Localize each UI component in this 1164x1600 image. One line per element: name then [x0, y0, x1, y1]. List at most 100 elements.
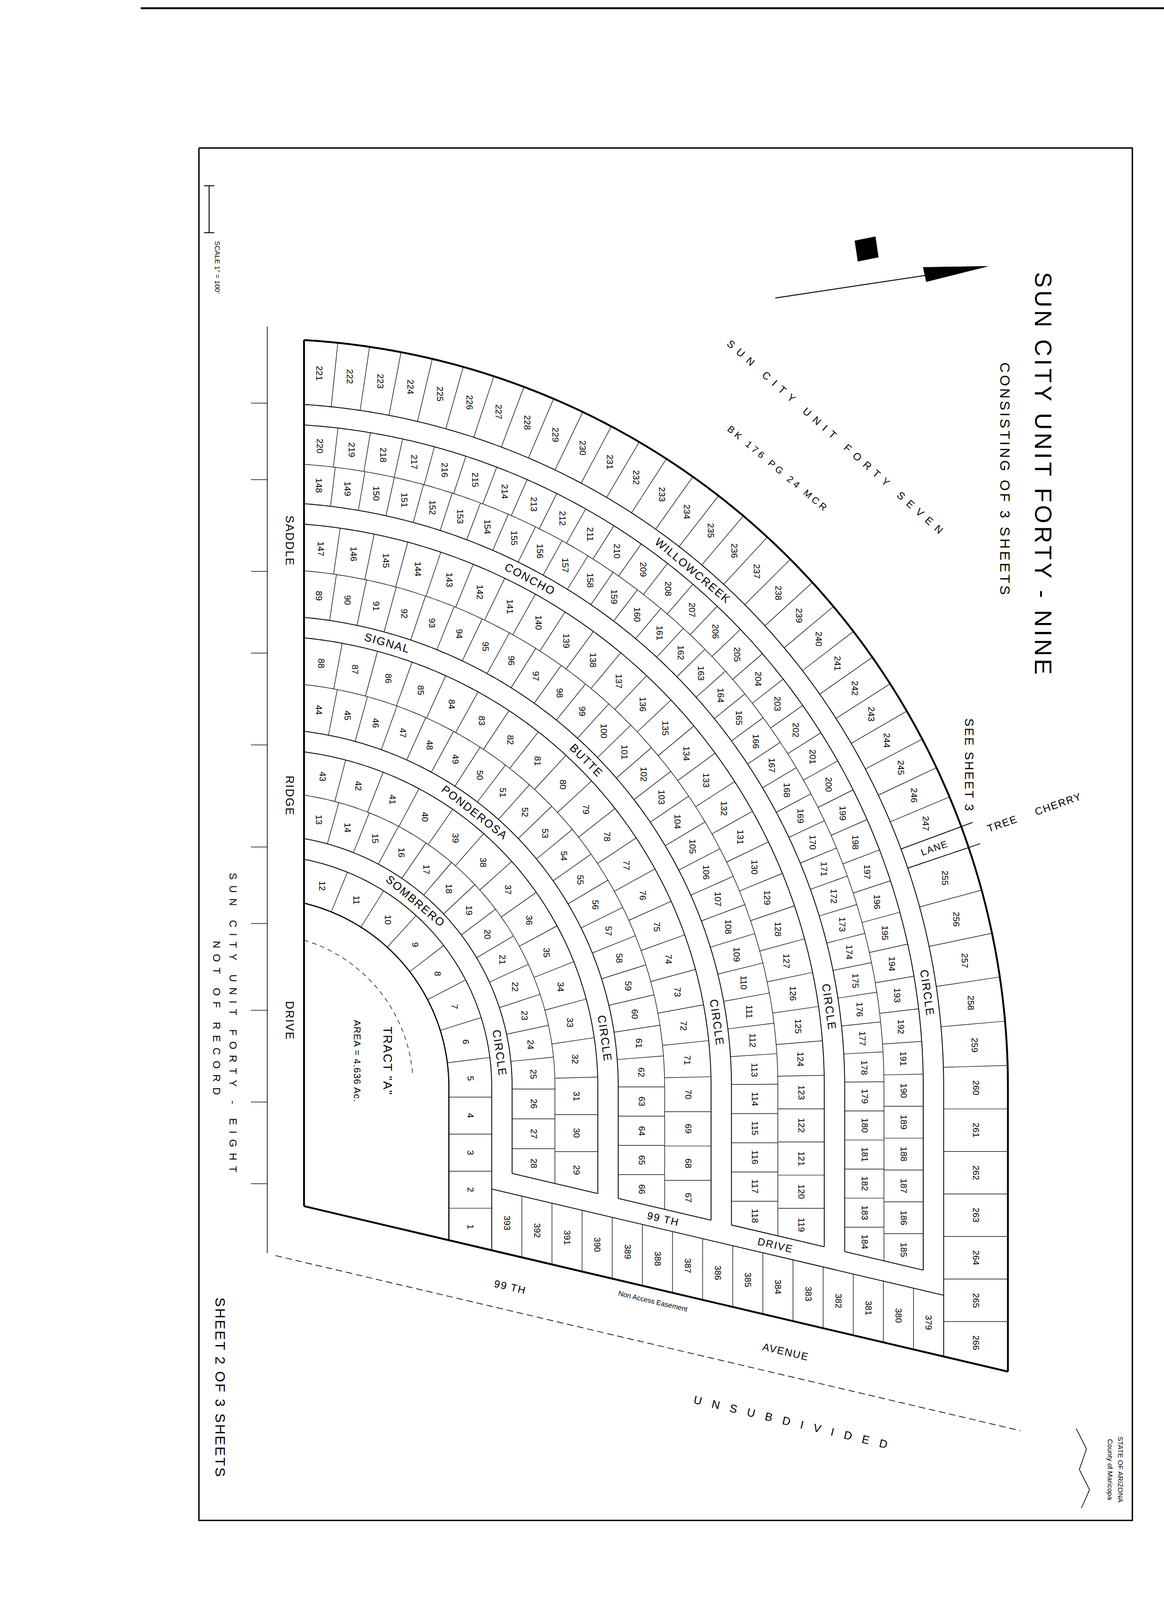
lot-number: 247 — [920, 814, 931, 832]
lot-line — [628, 901, 672, 921]
lot-line — [365, 650, 378, 696]
lot-number: 213 — [528, 495, 539, 513]
lot-number: 56 — [590, 898, 601, 911]
lot-line — [543, 540, 563, 575]
lot-number: 197 — [861, 863, 872, 881]
lot-number: 133 — [701, 771, 712, 789]
lot-line — [869, 943, 908, 953]
lot-line — [506, 1025, 549, 1034]
lot-line — [943, 1150, 1009, 1152]
lot-line — [679, 495, 719, 547]
street-name: CONCHO — [501, 560, 559, 599]
lot-number: 255 — [939, 869, 950, 887]
lot-number: 21 — [497, 953, 508, 966]
lot-line — [826, 933, 865, 943]
lot-line — [428, 809, 453, 845]
lot-number: 72 — [678, 1019, 689, 1032]
lot-number: 61 — [634, 1036, 644, 1049]
lot-number: 199 — [837, 804, 848, 822]
lot-line — [792, 1259, 794, 1321]
lot-line — [883, 1232, 924, 1234]
adjoining-lot-line — [251, 1183, 268, 1184]
lot-number: 237 — [751, 562, 762, 580]
lot-line — [883, 1137, 924, 1139]
lot-number: 80 — [557, 778, 568, 790]
lot-number: 51 — [497, 786, 508, 799]
lot-number: 386 — [712, 1263, 723, 1281]
lot-number: 204 — [752, 670, 763, 688]
lot-line — [844, 1139, 885, 1141]
lot-number: 110 — [738, 974, 749, 991]
street-name: CIRCLE — [707, 997, 727, 1048]
lot-line — [777, 1174, 825, 1175]
lot-number: 15 — [370, 832, 381, 845]
lot-number: 170 — [807, 833, 818, 851]
lot-line — [519, 925, 558, 946]
lot-line — [943, 1320, 1009, 1322]
lot-number: 158 — [584, 571, 595, 589]
easement-note: Non Access Easement — [616, 1288, 690, 1314]
lot-number: 205 — [732, 645, 743, 663]
lot-number: 19 — [464, 904, 475, 917]
lot-number: 144 — [412, 560, 423, 578]
sheet-border — [199, 147, 1133, 1520]
lot-number: 129 — [762, 888, 773, 906]
lot-line — [329, 574, 337, 621]
lot-number: 119 — [796, 1216, 806, 1233]
lot-number: 194 — [887, 955, 897, 973]
lot-number: 69 — [682, 1122, 693, 1135]
lot-number: 24 — [525, 1038, 536, 1050]
lot-number: 219 — [346, 441, 357, 459]
lot-line — [936, 976, 1000, 987]
page-rule — [140, 7, 1164, 9]
lot-number: 382 — [833, 1292, 843, 1310]
lot-number: 84 — [446, 697, 457, 710]
lot-number: 165 — [733, 709, 744, 727]
lot-number: 23 — [519, 1009, 529, 1021]
adjoining-plat: SUN CITY UNIT FORTY - EIGHT — [226, 871, 238, 1179]
tract-area: AREA = 4.636 Ac. — [352, 1018, 363, 1104]
lot-number: 148 — [313, 476, 324, 494]
lot-number: 212 — [557, 509, 567, 527]
lot-number: 60 — [629, 1008, 640, 1020]
lot-number: 159 — [608, 588, 619, 605]
lot-number: 74 — [663, 952, 674, 965]
lot-line — [819, 904, 857, 916]
street-name: TREE — [985, 812, 1021, 835]
lot-line — [717, 962, 763, 974]
rear-lot-line — [304, 684, 665, 1210]
lot-number: 221 — [314, 364, 325, 382]
lot-line — [788, 820, 825, 838]
lot-line — [883, 1105, 924, 1107]
lot-number: 27 — [528, 1127, 539, 1140]
lot-number: 12 — [316, 879, 327, 892]
lot-line — [440, 1017, 482, 1030]
sheet-number: SHEET 2 OF 3 SHEETS — [212, 1296, 229, 1479]
lot-number: 229 — [550, 426, 560, 444]
lot-line — [455, 691, 479, 733]
lot-line — [363, 432, 371, 472]
lot-line — [658, 1004, 704, 1013]
lot-number: 29 — [571, 1164, 582, 1176]
subdivision-boundary — [304, 1205, 1009, 1371]
lot-line — [592, 935, 636, 953]
lot-line — [731, 1171, 778, 1172]
lot-number: 50 — [474, 768, 485, 781]
lot-number: 223 — [375, 372, 385, 390]
lot-line — [330, 467, 336, 506]
lot-number: 36 — [523, 913, 534, 926]
lot-line — [492, 513, 509, 551]
lot-number: 151 — [399, 491, 410, 509]
lot-line — [409, 945, 444, 972]
lot-line — [731, 1142, 778, 1143]
lot-line — [554, 1113, 598, 1115]
lot-number: 161 — [654, 624, 665, 642]
lot-number: 32 — [570, 1052, 581, 1065]
lot-line — [739, 873, 783, 891]
street-edge — [304, 424, 924, 1270]
lot-number: 190 — [898, 1081, 909, 1099]
lot-line — [731, 1112, 778, 1114]
lot-number: 262 — [971, 1164, 981, 1181]
lot-number: 1 — [465, 1223, 476, 1231]
